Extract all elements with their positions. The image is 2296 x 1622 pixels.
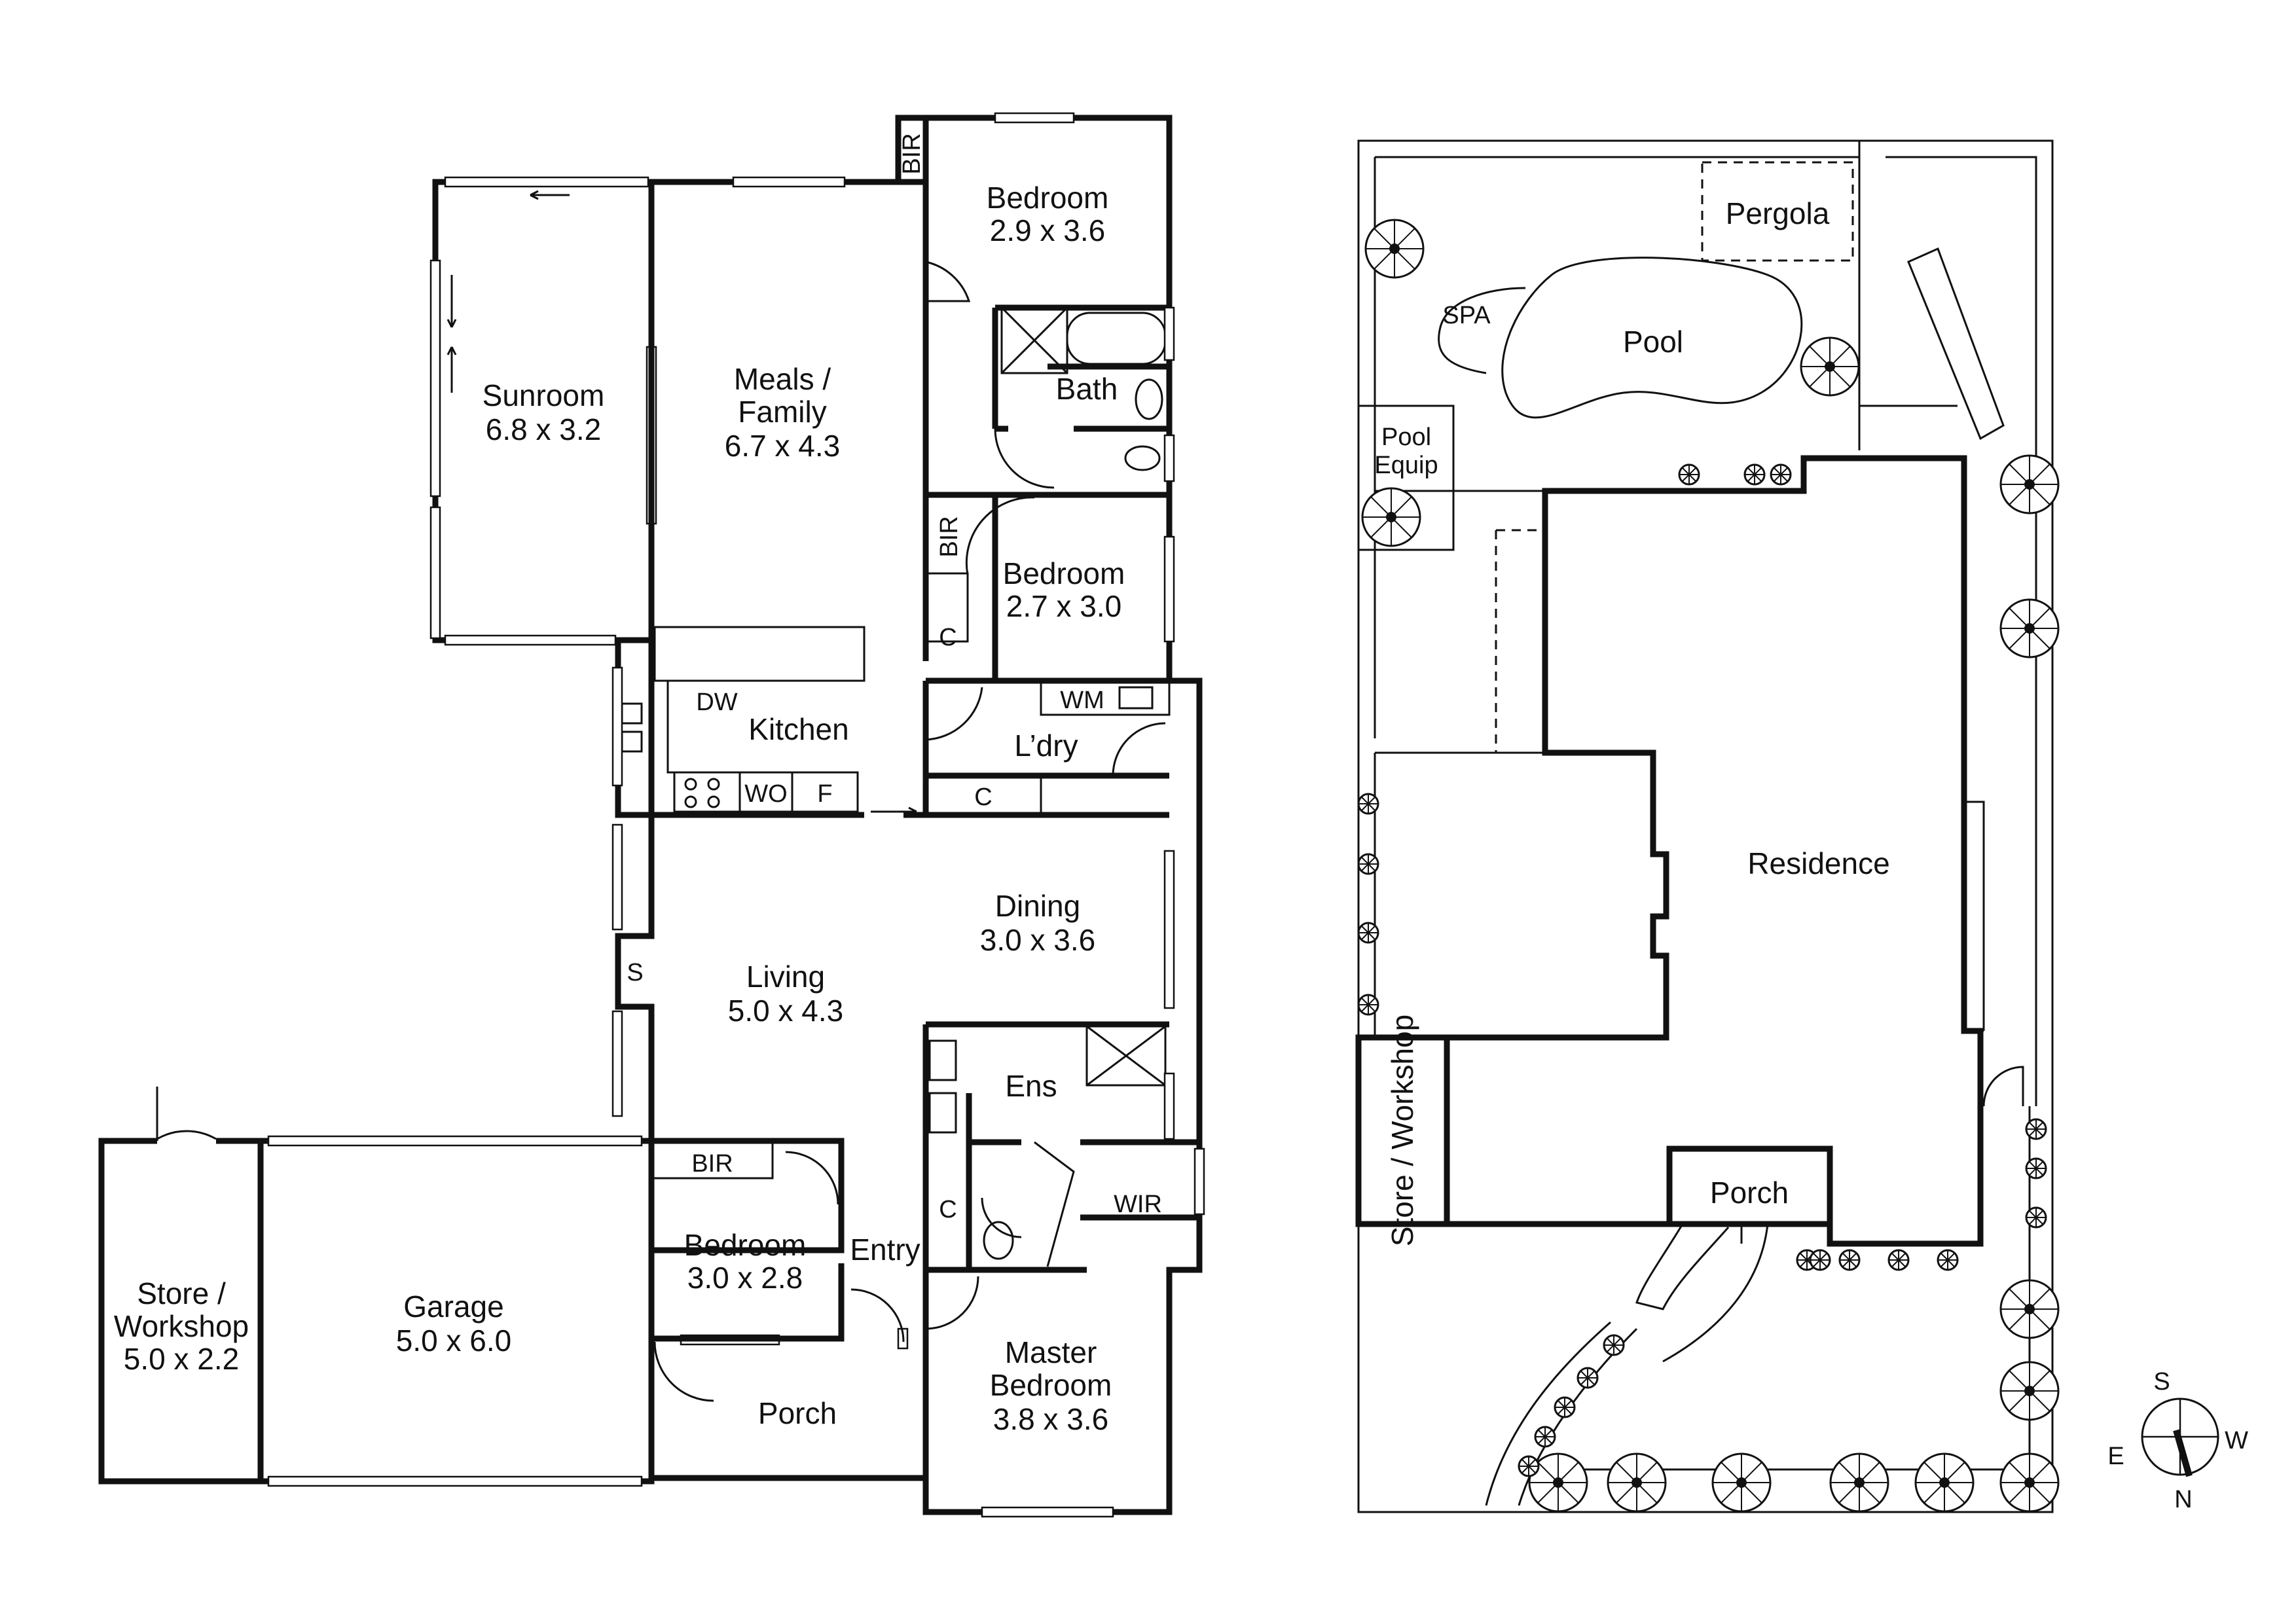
room-dw: DW — [696, 689, 737, 716]
room-meals-line2: Family — [738, 395, 826, 429]
residence-walls — [1444, 455, 1984, 1247]
site-plan-labels: Pergola SPA Pool Pool Equip Residence St… — [1374, 196, 1889, 1246]
site-store-workshop: Store / Workshop — [1385, 1015, 1419, 1247]
compass-needle-icon — [2173, 1429, 2193, 1477]
room-sunroom-size: 6.8 x 3.2 — [486, 412, 601, 446]
room-c-ens: C — [939, 1196, 957, 1223]
room-master-line2: Bedroom — [990, 1368, 1112, 1402]
compass-w: W — [2225, 1427, 2248, 1454]
room-porch: Porch — [758, 1396, 837, 1430]
room-sunroom-name: Sunroom — [483, 378, 605, 412]
room-bedroom-top-name: Bedroom — [987, 181, 1109, 215]
room-kitchen: Kitchen — [748, 712, 848, 746]
site-boundary — [1357, 139, 2054, 1513]
room-bedroom-low-size: 3.0 x 2.8 — [687, 1261, 803, 1295]
room-bir-mid: BIR — [936, 516, 963, 557]
room-bir-low: BIR — [691, 1150, 733, 1178]
room-entry: Entry — [850, 1233, 920, 1267]
room-s: S — [627, 959, 643, 986]
room-garage-size: 5.0 x 6.0 — [396, 1324, 511, 1358]
site-pergola: Pergola — [1726, 196, 1830, 230]
site-residence: Residence — [1747, 846, 1889, 880]
room-ens: Ens — [1005, 1069, 1057, 1103]
room-living-size: 5.0 x 4.3 — [728, 994, 843, 1028]
room-meals-line1: Meals / — [734, 362, 831, 396]
room-bath: Bath — [1056, 372, 1118, 406]
room-bedroom-top-size: 2.9 x 3.6 — [990, 213, 1105, 247]
room-master-size: 3.8 x 3.6 — [993, 1402, 1108, 1436]
room-f: F — [817, 780, 832, 808]
compass: S W E N — [2107, 1368, 2248, 1513]
room-c-ldry: C — [974, 784, 992, 811]
room-wm: WM — [1060, 687, 1104, 714]
room-bedroom-mid-size: 2.7 x 3.0 — [1006, 589, 1121, 623]
floor-plan — [98, 112, 1205, 1518]
room-master-line1: Master — [1005, 1335, 1097, 1369]
site-spa: SPA — [1442, 302, 1491, 329]
room-wo: WO — [744, 780, 787, 808]
store-walls — [98, 1138, 264, 1485]
site-pool: Pool — [1623, 325, 1683, 359]
site-pool-equip-line2: Equip — [1374, 452, 1438, 479]
room-dining-size: 3.0 x 3.6 — [980, 923, 1095, 957]
site-plan — [1355, 139, 2060, 1513]
site-pool-equip-line1: Pool — [1381, 424, 1431, 451]
room-store-size: 5.0 x 2.2 — [124, 1342, 239, 1376]
room-bir-top: BIR — [898, 133, 926, 174]
compass-s: S — [2153, 1368, 2170, 1396]
room-bedroom-low-name: Bedroom — [684, 1228, 807, 1262]
room-store-line1: Store / — [137, 1276, 226, 1310]
compass-n: N — [2174, 1486, 2192, 1513]
pool-shape — [1501, 257, 1803, 419]
room-meals-size: 6.7 x 4.3 — [725, 429, 840, 463]
room-living-name: Living — [746, 960, 825, 994]
room-store-line2: Workshop — [114, 1309, 249, 1343]
room-wir: WIR — [1114, 1191, 1162, 1218]
room-ldry: L’dry — [1014, 729, 1078, 763]
room-dining-name: Dining — [995, 889, 1080, 923]
room-c-mid: C — [939, 624, 957, 651]
room-garage-name: Garage — [403, 1289, 503, 1324]
compass-e: E — [2107, 1443, 2124, 1470]
site-porch: Porch — [1710, 1176, 1789, 1210]
floor-plan-labels: BIR Bedroom 2.9 x 3.6 Sunroom 6.8 x 3.2 … — [114, 133, 1162, 1436]
room-bedroom-mid-name: Bedroom — [1003, 556, 1125, 590]
